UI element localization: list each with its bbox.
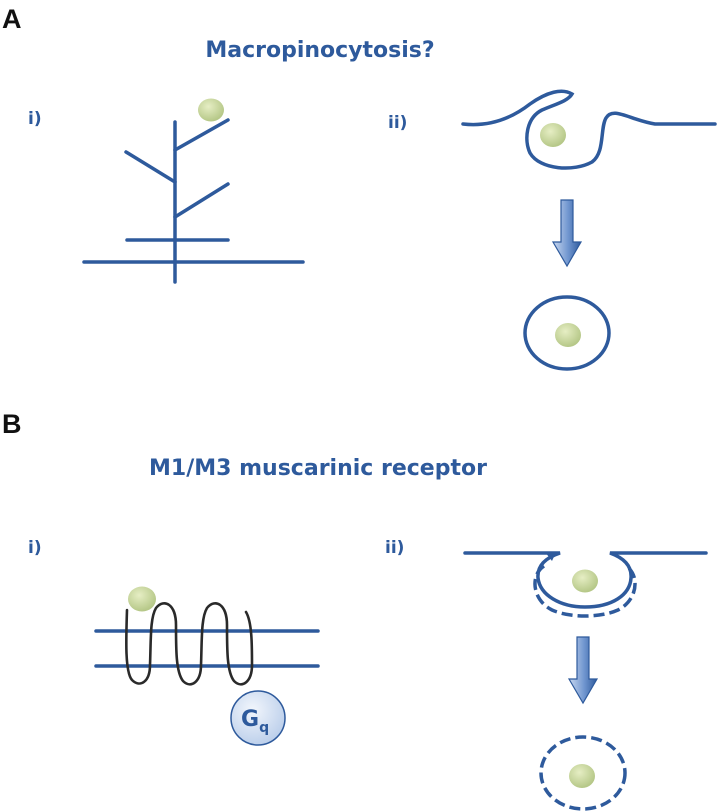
panel-b-letter: B <box>2 409 22 439</box>
particle-icon <box>569 764 595 788</box>
ruffle-engulfment-diagram <box>461 89 717 371</box>
ruffling-membrane <box>461 89 717 170</box>
panel-b-ii-label: ii) <box>385 538 404 558</box>
left-branch <box>124 150 177 184</box>
seven-transmembrane-receptor <box>124 602 254 686</box>
gq-protein-label: Gq <box>241 707 269 736</box>
coated-pit-diagram <box>463 551 708 811</box>
down-arrow-icon <box>567 636 599 705</box>
panel-a-ii-label: ii) <box>388 113 407 133</box>
panel-b-title: M1/M3 muscarinic receptor <box>149 456 487 481</box>
particle-icon <box>540 123 566 147</box>
gq-protein-icon <box>230 690 286 746</box>
coated-vesicle <box>539 735 627 811</box>
panel-a-i-label: i) <box>28 109 42 129</box>
panel-a-letter: A <box>2 4 22 34</box>
membrane-left-arrowhead <box>545 552 556 561</box>
upper-right-branch <box>173 118 230 152</box>
particle-icon <box>572 569 598 593</box>
macropinosome-vesicle <box>523 295 611 371</box>
panel-a-title: Macropinocytosis? <box>205 38 434 63</box>
down-arrow-icon <box>551 199 583 268</box>
lower-right-branch <box>173 182 230 219</box>
particle-icon <box>198 98 224 122</box>
branched-filament-diagram <box>82 98 305 284</box>
gpcr-diagram: Gq <box>94 586 320 746</box>
clathrin-coat-dashed <box>533 564 637 618</box>
particle-icon <box>128 586 156 612</box>
particle-icon <box>555 323 581 347</box>
panel-b-i-label: i) <box>28 538 42 558</box>
